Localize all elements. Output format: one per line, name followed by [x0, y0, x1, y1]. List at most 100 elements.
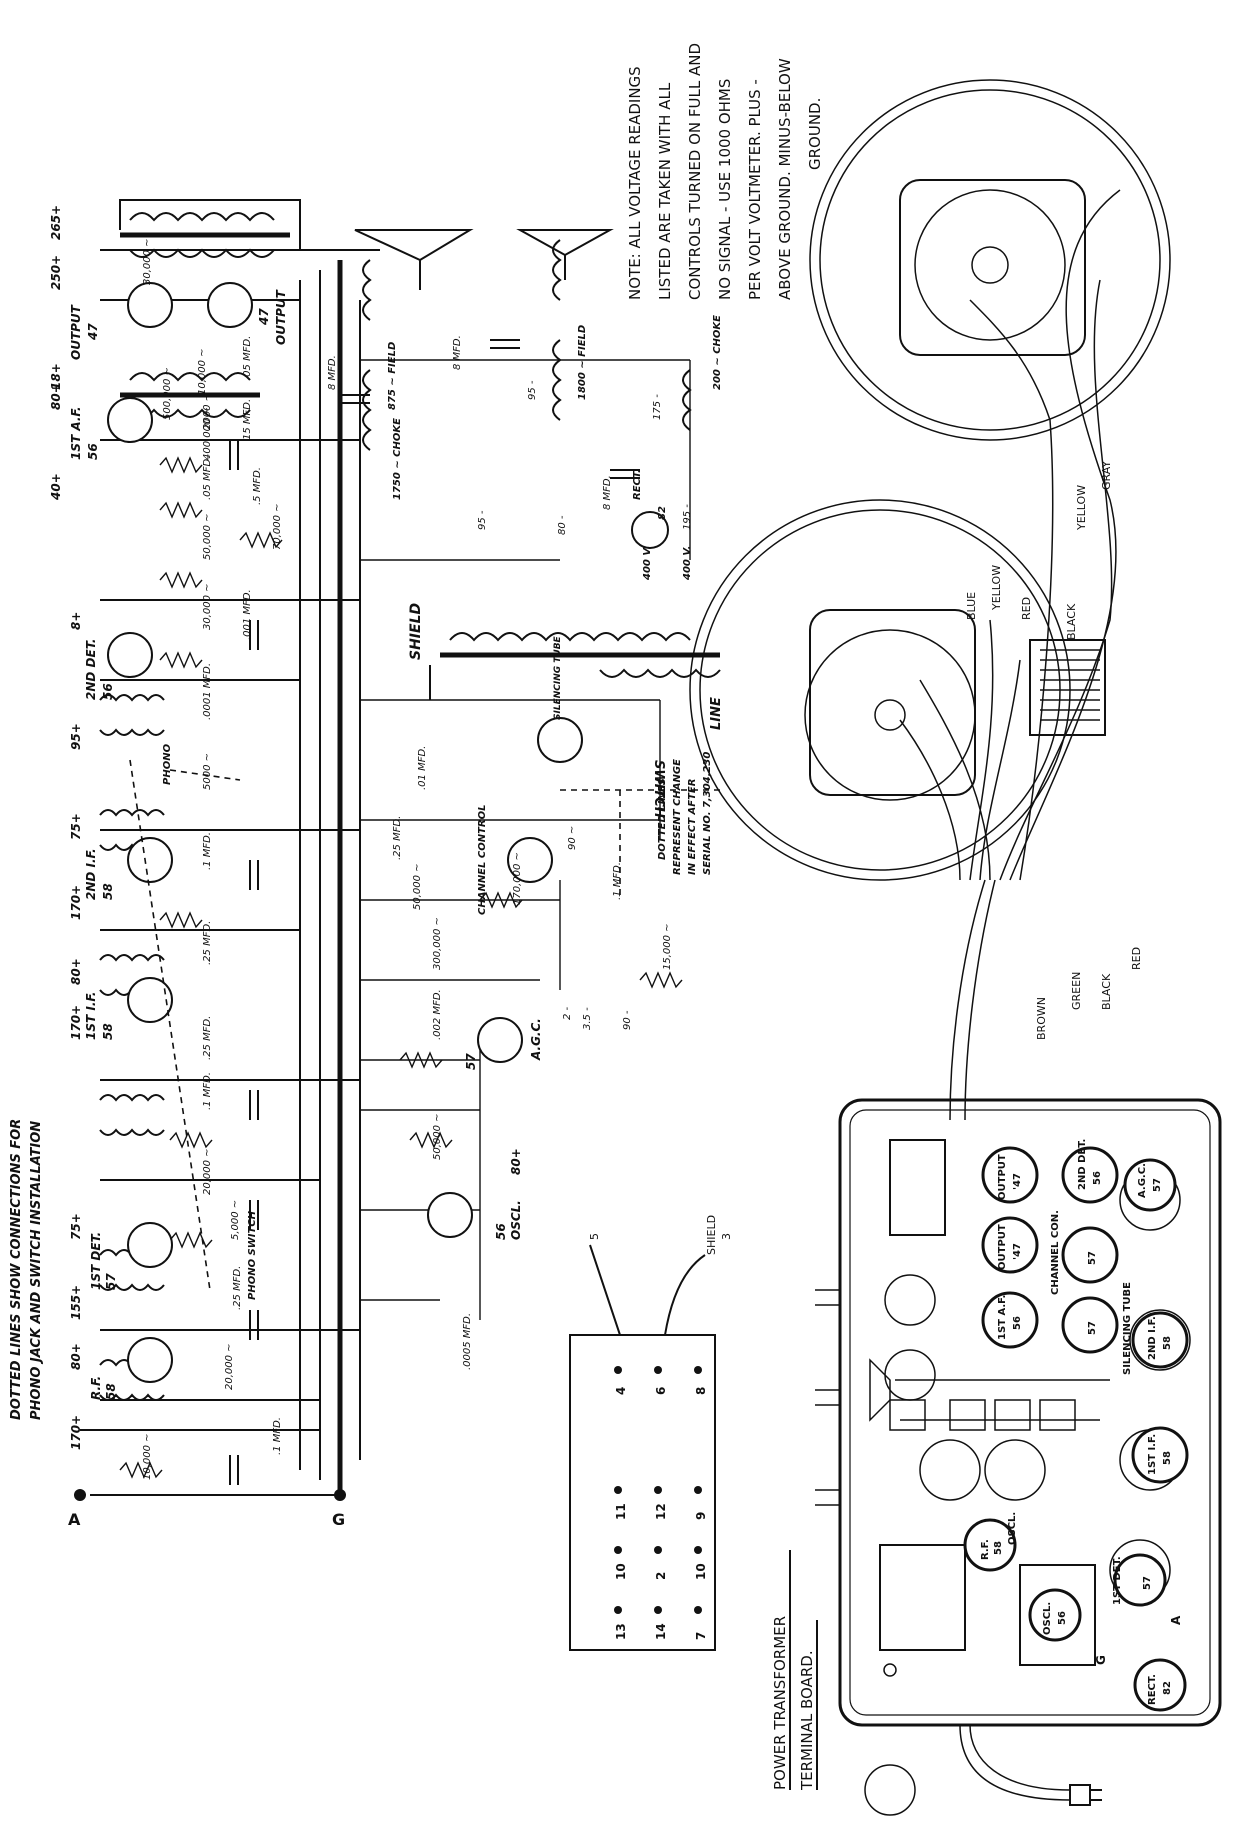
ct-det1-type: 57 — [1142, 1576, 1153, 1590]
agc-type: 57 — [464, 1053, 478, 1070]
if2-label: 2ND I.F. — [84, 848, 98, 900]
silencing-tube-label: SILENCING TUBE — [553, 635, 563, 720]
lead-5-label: 5 — [588, 1233, 601, 1240]
terminal-board-leads — [589, 1244, 706, 1336]
oscl-volts-top: 80+ — [509, 1148, 523, 1175]
val-c-pad: .0005 MFD. — [462, 1313, 473, 1370]
chassis-silencing — [1061, 1296, 1119, 1354]
terminal-a-dot — [74, 1489, 86, 1501]
term-12: 12 — [654, 1503, 668, 1520]
wire-gray-top: GRAY — [1100, 461, 1113, 490]
wire-red-bot: RED — [1130, 947, 1143, 970]
chassis-rect — [1133, 1658, 1187, 1712]
change-note-1: DOTTED LINES — [657, 778, 668, 860]
chassis-output-1 — [981, 1146, 1039, 1204]
term-7: 7 — [694, 1632, 708, 1640]
phono-switch-label: PHONO SWITCH — [247, 1210, 258, 1300]
chassis-agc — [1123, 1158, 1177, 1212]
rf-type: 58 — [104, 1383, 118, 1400]
ct-output2-label: OUTPUT — [997, 1224, 1008, 1270]
chassis-1st-af — [981, 1291, 1039, 1349]
val-r-30000b: 30,000 ~ — [142, 238, 153, 285]
ct-silencing-label: SILENCING TUBE — [1122, 1282, 1133, 1375]
tube-2nd-det — [107, 632, 153, 678]
ct-af1-type: 56 — [1012, 1316, 1023, 1330]
power-cord — [959, 1724, 1071, 1801]
change-note-4: SERIAL NO. 7,304,230 — [702, 752, 713, 875]
component-values: 10,000 ~ .1 MFD. 20,000 ~ .25 MFD. .0005… — [142, 238, 693, 1480]
chassis-output-2 — [981, 1216, 1039, 1274]
if1-volts-bot: 170+ — [69, 1005, 83, 1040]
val-r-50000c: 50,000 ~ — [202, 513, 213, 560]
val-r-50000: 50,000 ~ — [432, 1113, 443, 1160]
out2-type: 47 — [257, 308, 271, 326]
val-r1: 10,000 ~ — [142, 1433, 153, 1480]
dotted-change-lines — [129, 759, 720, 1291]
speaker-2-frame — [809, 609, 976, 796]
speaker-symbols — [119, 199, 614, 290]
pt-title-underline — [789, 1550, 818, 1790]
val-r-300000: 300,000 ~ — [432, 917, 443, 970]
val-c-001: .001 MFD. — [242, 589, 253, 640]
shield-label: SHIELD — [408, 603, 424, 660]
term-11: 11 — [614, 1503, 628, 1520]
val-r-5000b: 5000 ~ — [202, 753, 213, 790]
switch-label: SWITCH — [651, 760, 666, 818]
val-v95: 95 - — [477, 510, 488, 530]
lead-3-label: 3 — [720, 1233, 733, 1240]
det2-volts-bot: 95+ — [69, 723, 83, 750]
stage-wiring — [100, 249, 691, 1401]
wire-blue: BLUE — [965, 592, 978, 620]
af1-volts-top: 80+ — [49, 383, 63, 410]
val-c-002: .002 MFD. — [432, 989, 443, 1040]
ct-det2-label: 2ND DET. — [1077, 1139, 1088, 1190]
speaker-1-cone — [914, 189, 1066, 341]
gang-capacitor — [869, 1358, 1110, 1422]
if1-type: 58 — [101, 1023, 115, 1040]
det1-volts-bot: 155+ — [69, 1285, 83, 1320]
tube-channel — [507, 837, 553, 883]
term-14: 14 — [654, 1623, 668, 1640]
dotted-note-line-1: DOTTED LINES SHOW CONNECTIONS FOR — [9, 1119, 24, 1420]
val-v2: 2 - — [562, 1006, 573, 1020]
speaker-2-rim — [689, 499, 1071, 881]
ct-det2-type: 56 — [1092, 1171, 1103, 1185]
val-c-0001: .0001 MFD. — [202, 663, 213, 720]
val-r-20000: 20,000 ~ — [202, 1148, 213, 1195]
if2-volts-top: 75+ — [69, 813, 83, 840]
ct-rf-type: 58 — [993, 1541, 1004, 1555]
ct-a-mark: A — [1169, 1615, 1183, 1625]
tube-agc — [477, 1017, 523, 1063]
val-r-90: 90 ~ — [567, 826, 578, 850]
term-2: 2 — [654, 1572, 668, 1580]
term-4: 4 — [614, 1387, 628, 1395]
term-10b: 10 — [694, 1563, 708, 1580]
schematic-tubes — [107, 282, 669, 1383]
v400a-label: 400 V. — [642, 546, 653, 581]
ct-if1-label: 1ST I.F. — [1147, 1434, 1158, 1475]
note-line-5: PER VOLT VOLTMETER. PLUS - — [746, 79, 764, 300]
rf-volts-top: 80+ — [69, 1343, 83, 1370]
note-line-1: NOTE: ALL VOLTAGE READINGS — [626, 66, 644, 300]
change-note: DOTTED LINES REPRESENT CHANGE IN EFFECT … — [657, 752, 713, 875]
val-c-05b: .05 MFD. — [242, 336, 253, 380]
ct-det1-label: 1ST DET. — [1112, 1556, 1123, 1605]
terminal-a-label: A — [68, 1510, 81, 1529]
term-10a: 10 — [614, 1563, 628, 1580]
chassis-oscl — [1028, 1588, 1082, 1642]
rect-82-label: 82 — [657, 506, 668, 520]
speakers — [689, 79, 1171, 1121]
val-c-8mfdb: 8 MFD. — [452, 335, 463, 370]
note-line-2: LISTED ARE TAKEN WITH ALL — [656, 82, 674, 300]
v400b-label: 400 V. — [682, 546, 693, 581]
agc-label: A.G.C. — [529, 1018, 543, 1061]
phono-label: PHONO — [162, 743, 173, 785]
tube-rf — [127, 1337, 173, 1383]
rf-volts-bot: 170+ — [69, 1415, 83, 1450]
val-c-05: .05 MFD. — [202, 456, 213, 500]
val-r-70000: 70,000 ~ — [272, 503, 283, 550]
note-line-4: NO SIGNAL - USE 1000 OHMS — [716, 79, 734, 300]
val-c-25: .25 MFD. — [202, 1016, 213, 1060]
chassis — [815, 1098, 1222, 1816]
val-r-15000: 15,000 ~ — [662, 923, 673, 970]
